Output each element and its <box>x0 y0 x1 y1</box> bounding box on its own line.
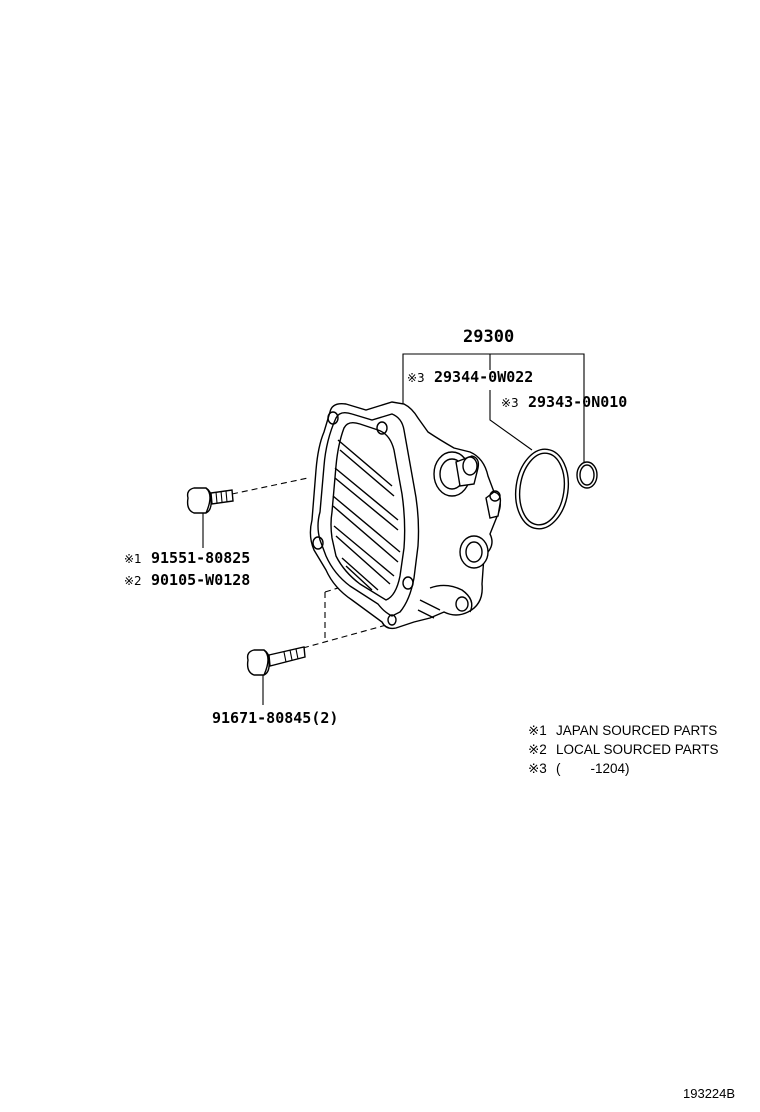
oring-small-drawing <box>576 461 598 489</box>
svg-text:LOCAL SOURCED PARTS: LOCAL SOURCED PARTS <box>556 742 719 757</box>
leader-lines <box>202 353 585 705</box>
svg-text:※1: ※1 <box>528 723 547 738</box>
bolt-upper-label-1[interactable]: ※1 91551-80825 <box>124 549 250 567</box>
upper-bolt-drawing <box>186 487 234 514</box>
bolt-lower-label[interactable]: 91671-80845(2) <box>212 709 338 727</box>
oring-large-label[interactable]: ※3 29344-0W022 <box>407 368 533 386</box>
vacuum-pump-body <box>309 401 502 630</box>
lower-bolt-drawing <box>246 646 306 676</box>
bolt-upper-label-2[interactable]: ※2 90105-W0128 <box>124 571 250 589</box>
svg-text:90105-W0128: 90105-W0128 <box>151 571 250 589</box>
svg-text:※3: ※3 <box>407 371 425 385</box>
oring-large-drawing <box>514 448 570 530</box>
svg-text:※2: ※2 <box>124 574 142 588</box>
svg-text:91551-80825: 91551-80825 <box>151 549 250 567</box>
svg-text:29343-0N010: 29343-0N010 <box>528 393 627 411</box>
legend-item-1: ※1 JAPAN SOURCED PARTS <box>528 723 717 738</box>
svg-text:JAPAN SOURCED PARTS: JAPAN SOURCED PARTS <box>556 723 717 738</box>
svg-text:※2: ※2 <box>528 742 547 757</box>
legend-item-2: ※2 LOCAL SOURCED PARTS <box>528 742 719 757</box>
legend-item-3: ※3 ( -1204) <box>528 761 630 776</box>
legend: ※1 JAPAN SOURCED PARTS ※2 LOCAL SOURCED … <box>528 723 719 776</box>
svg-text:※3: ※3 <box>528 761 547 776</box>
assembly-part-number[interactable]: 29300 <box>463 327 514 347</box>
svg-text:※3: ※3 <box>501 396 519 410</box>
oring-small-label[interactable]: ※3 29343-0N010 <box>501 393 627 411</box>
diagram-reference-code: 193224B <box>683 1086 735 1101</box>
svg-text:29344-0W022: 29344-0W022 <box>434 368 533 386</box>
svg-text:( -1204): ( -1204) <box>556 761 630 776</box>
svg-text:※1: ※1 <box>124 552 142 566</box>
